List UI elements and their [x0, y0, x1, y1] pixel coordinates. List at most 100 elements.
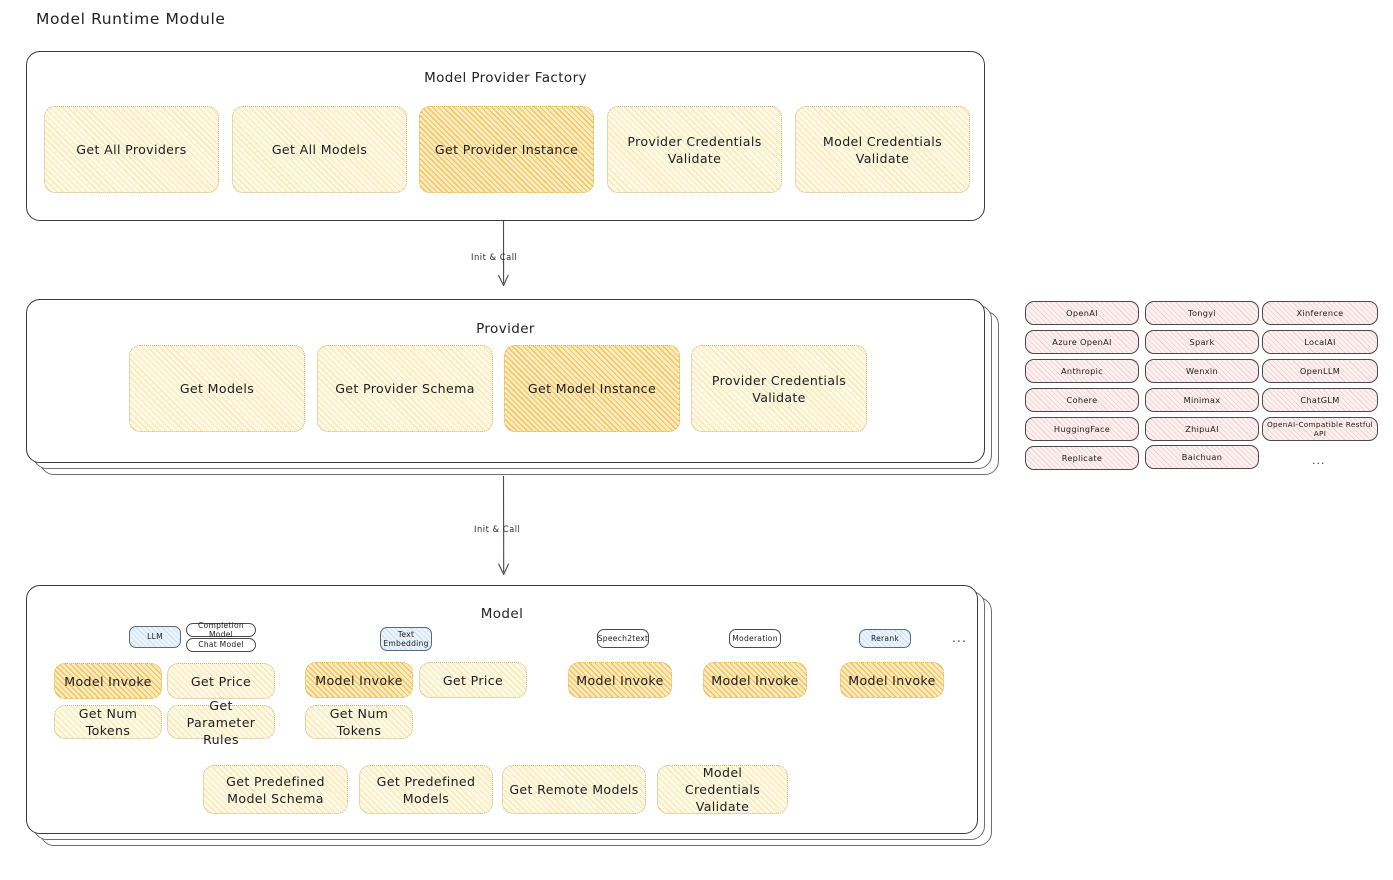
- model-type-badge-text-embedding[interactable]: Text Embedding: [380, 627, 432, 651]
- provider-chip-tongyi[interactable]: Tongyi: [1145, 301, 1259, 325]
- llm-method-get-parameter-rules[interactable]: Get Parameter Rules: [167, 698, 275, 747]
- provider-node-get-models[interactable]: Get Models: [129, 345, 305, 432]
- page-title: Model Runtime Module: [36, 10, 226, 28]
- provider-chip-label: OpenLLM: [1299, 366, 1341, 376]
- text-embedding-method-label: Get Price: [442, 672, 504, 688]
- provider-node-get-model-instance[interactable]: Get Model Instance: [504, 345, 680, 432]
- model-subtype-badge-chat-model[interactable]: Chat Model: [186, 638, 256, 652]
- provider-chip-label: OpenAI: [1066, 308, 1098, 318]
- provider-chip-baichuan[interactable]: Baichuan: [1145, 445, 1259, 469]
- provider-chip-label: Spark: [1189, 337, 1215, 347]
- provider-chip-label: ChatGLM: [1300, 395, 1340, 405]
- model-type-badge-llm[interactable]: LLM: [129, 626, 181, 648]
- llm-method-label: Get Parameter Rules: [186, 697, 256, 747]
- provider-list-more-ellipsis: ...: [1312, 454, 1326, 467]
- provider-chip-azure-openai[interactable]: Azure OpenAI: [1025, 330, 1139, 354]
- provider-chip-localai[interactable]: LocalAI: [1262, 330, 1378, 354]
- provider-chip-label: Minimax: [1183, 395, 1221, 405]
- factory-node-get-provider-instance[interactable]: Get Provider Instance: [419, 106, 594, 193]
- provider-chip-label: Xinference: [1296, 308, 1344, 318]
- model-type-label: Rerank: [870, 633, 900, 643]
- provider-chip-label: Baichuan: [1181, 452, 1223, 462]
- model-types-more-ellipsis: ...: [952, 631, 968, 645]
- model-type-label: Moderation: [732, 633, 778, 643]
- provider-chip-label: Anthropic: [1060, 366, 1104, 376]
- model-shared-method-get-predefined-model-schema[interactable]: Get Predefined Model Schema: [203, 765, 348, 814]
- provider-chip-cohere[interactable]: Cohere: [1025, 388, 1139, 412]
- text-embedding-method-label: Get Num Tokens: [329, 706, 389, 738]
- factory-node-label: Get Provider Instance: [434, 142, 579, 157]
- model-type-badge-moderation[interactable]: Moderation: [729, 629, 781, 648]
- provider-chip-label: Wenxin: [1186, 366, 1218, 376]
- llm-method-get-price[interactable]: Get Price: [167, 663, 275, 699]
- moderation-method-label: Model Invoke: [711, 672, 799, 688]
- text-embedding-method-get-num-tokens[interactable]: Get Num Tokens: [305, 705, 413, 739]
- provider-chip-minimax[interactable]: Minimax: [1145, 388, 1259, 412]
- factory-node-get-all-models[interactable]: Get All Models: [232, 106, 407, 193]
- factory-node-label: Get All Models: [271, 142, 368, 157]
- provider-chip-label: Azure OpenAI: [1052, 337, 1112, 347]
- provider-chip-label: ZhipuAI: [1185, 424, 1219, 434]
- model-subtype-badge-completion-model[interactable]: Completion Model: [186, 620, 256, 639]
- model-panel-title: Model: [480, 606, 524, 622]
- provider-chip-openai[interactable]: OpenAI: [1025, 301, 1139, 325]
- provider-chip-openai-compatible-restful-api[interactable]: OpenAI-Compatible Restful API: [1262, 417, 1378, 441]
- connector-label-init-and-call-1: Init & Call: [471, 252, 518, 262]
- model-type-badge-speech2text[interactable]: Speech2text: [597, 629, 649, 648]
- model-shared-method-get-remote-models[interactable]: Get Remote Models: [502, 765, 646, 814]
- model-provider-factory-title: Model Provider Factory: [424, 70, 587, 86]
- provider-chip-huggingface[interactable]: HuggingFace: [1025, 417, 1139, 441]
- rerank-method-label: Model Invoke: [848, 672, 936, 688]
- model-type-badge-rerank[interactable]: Rerank: [859, 629, 911, 648]
- provider-chip-label: HuggingFace: [1053, 424, 1111, 434]
- text-embedding-method-model-invoke[interactable]: Model Invoke: [305, 662, 413, 698]
- model-subtype-label: Chat Model: [198, 640, 244, 650]
- provider-chip-label: OpenAI-Compatible Restful API: [1266, 420, 1373, 438]
- connector-provider-to-model: [498, 476, 509, 576]
- provider-chip-label: Cohere: [1066, 395, 1098, 405]
- provider-chip-label: Replicate: [1061, 453, 1103, 463]
- llm-method-label: Get Num Tokens: [78, 706, 138, 738]
- factory-node-model-credentials-validate[interactable]: Model Credentials Validate: [795, 106, 970, 193]
- model-type-label: Speech2text: [597, 633, 649, 643]
- text-embedding-method-get-price[interactable]: Get Price: [419, 662, 527, 698]
- provider-panel-title: Provider: [476, 321, 535, 337]
- speech2text-method-label: Model Invoke: [576, 672, 664, 688]
- factory-node-label: Provider Credentials Validate: [627, 133, 762, 166]
- factory-node-get-all-providers[interactable]: Get All Providers: [44, 106, 219, 193]
- provider-chip-openllm[interactable]: OpenLLM: [1262, 359, 1378, 383]
- speech2text-method-model-invoke[interactable]: Model Invoke: [568, 662, 672, 698]
- provider-node-label: Provider Credentials Validate: [711, 372, 847, 405]
- model-shared-method-label: Get Predefined Model Schema: [226, 773, 325, 806]
- moderation-method-model-invoke[interactable]: Model Invoke: [703, 662, 807, 698]
- provider-node-get-provider-schema[interactable]: Get Provider Schema: [317, 345, 493, 432]
- provider-chip-anthropic[interactable]: Anthropic: [1025, 359, 1139, 383]
- model-shared-method-label: Model Credentials Validate: [684, 765, 761, 814]
- model-shared-method-model-credentials-validate[interactable]: Model Credentials Validate: [657, 765, 788, 814]
- provider-chip-chatglm[interactable]: ChatGLM: [1262, 388, 1378, 412]
- model-shared-method-label: Get Remote Models: [509, 782, 639, 797]
- provider-node-provider-credentials-validate[interactable]: Provider Credentials Validate: [691, 345, 867, 432]
- provider-chip-zhipuai[interactable]: ZhipuAI: [1145, 417, 1259, 441]
- connector-label-init-and-call-2: Init & Call: [474, 524, 521, 534]
- rerank-method-model-invoke[interactable]: Model Invoke: [840, 662, 944, 698]
- llm-method-model-invoke[interactable]: Model Invoke: [54, 663, 162, 699]
- model-shared-method-label: Get Predefined Models: [376, 773, 476, 806]
- provider-node-label: Get Models: [179, 381, 255, 396]
- model-type-label: Text Embedding: [383, 629, 429, 648]
- factory-node-provider-credentials-validate[interactable]: Provider Credentials Validate: [607, 106, 782, 193]
- provider-node-label: Get Model Instance: [527, 381, 657, 396]
- provider-chip-spark[interactable]: Spark: [1145, 330, 1259, 354]
- provider-chip-wenxin[interactable]: Wenxin: [1145, 359, 1259, 383]
- llm-method-get-num-tokens[interactable]: Get Num Tokens: [54, 705, 162, 739]
- provider-chip-replicate[interactable]: Replicate: [1025, 446, 1139, 470]
- provider-chip-label: Tongyi: [1188, 308, 1216, 318]
- llm-method-label: Get Price: [190, 673, 252, 689]
- factory-node-label: Model Credentials Validate: [822, 133, 943, 166]
- provider-chip-label: LocalAI: [1304, 337, 1336, 347]
- connector-factory-to-provider: [498, 221, 509, 287]
- model-subtype-label: Completion Model: [198, 620, 244, 639]
- provider-chip-xinference[interactable]: Xinference: [1262, 301, 1378, 325]
- model-shared-method-get-predefined-models[interactable]: Get Predefined Models: [359, 765, 493, 814]
